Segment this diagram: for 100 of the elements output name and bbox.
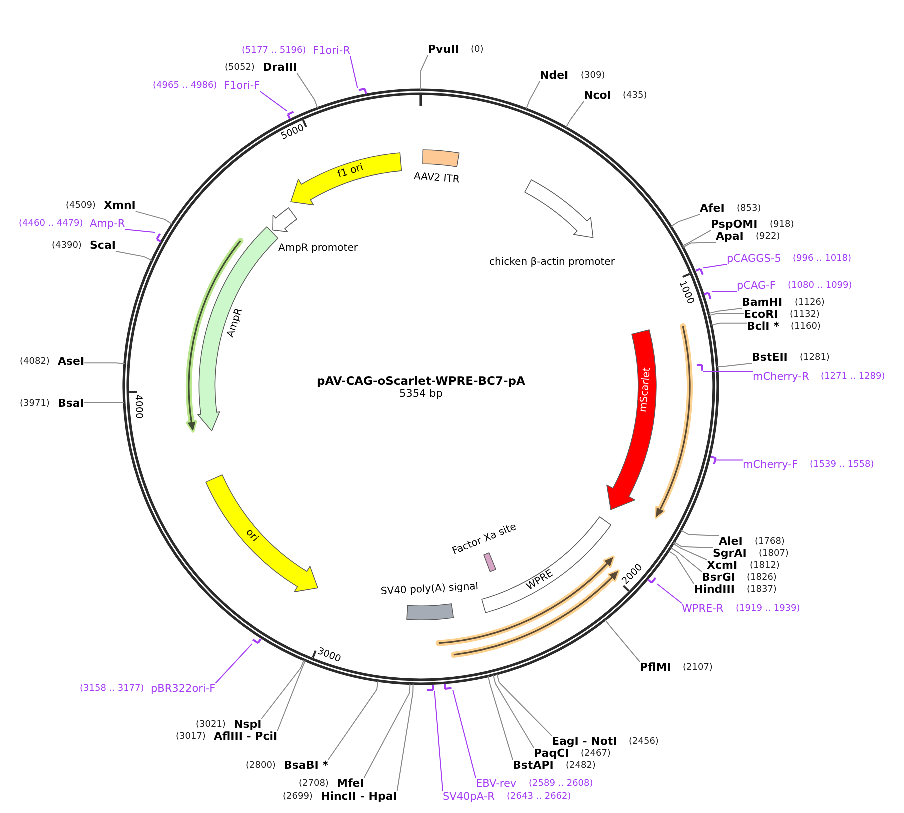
primer-name: SV40pA-R [443,792,495,803]
enzyme-name: AleI [719,536,743,548]
enzyme-name: AseI [58,356,85,368]
primer-name: pCAGGS-5 [727,254,782,265]
leader-line [670,214,700,228]
leader-line [135,211,173,225]
enzyme-name: HindIII [694,584,735,596]
scale-label: 4000 [132,394,143,419]
enzyme-name: XcmI [707,560,738,572]
leader-line [711,291,738,292]
leader-line [703,371,754,372]
leader-line [680,530,720,536]
leader-line [566,101,584,128]
leader-line [682,242,716,248]
leader-line [84,402,125,404]
cut-position: (4390) [52,242,82,251]
cut-position: (2467) [581,750,611,759]
cut-position: (1826) [747,574,777,583]
cut-position: (2456) [629,738,659,747]
leader-line [261,660,305,720]
enzyme-name: ScaI [90,240,116,252]
plasmid-size: 5354 bp [400,388,443,400]
primer-range: (4460 .. 4479) [19,220,84,229]
leader-line [670,547,702,572]
primer-range: (1919 .. 1939) [736,604,800,614]
enzyme-name: EagI - NotI [552,736,618,748]
leader-line [124,229,156,234]
leader-line [84,362,126,364]
cut-position: (1160) [791,322,821,332]
primer-range: (1080 .. 1099) [788,282,852,291]
enzyme-name: AflIII - PciI [214,731,278,743]
leader-line [716,363,752,368]
enzyme-name: SgrAI [713,548,747,560]
feature-label: f1 ori [337,162,366,181]
leader-line [703,264,728,269]
primer-range: (1271 .. 1289) [821,372,886,382]
enzyme-name: BamHI [742,297,783,309]
cut-position: (1807) [759,550,789,559]
primer-name: pBR322ori-F [151,684,216,695]
cut-position: (2699) [283,792,313,802]
primer-name: F1ori-R [313,46,350,57]
feature-label: SV40 poly(A) signal [380,582,479,598]
primer-name: Amp-R [90,218,126,230]
feature-label: AmpR promoter [278,244,358,254]
leader-line [350,56,358,89]
primer-range: (1539 .. 1558) [810,460,874,470]
leader-line [115,251,153,262]
primer-name: mCherry-F [743,460,798,471]
primer-name: F1ori-F [224,80,260,92]
leader-line [364,683,411,778]
cut-position: (922) [756,232,780,242]
cut-position: (5052) [225,64,255,73]
enzyme-name: BsaI [58,398,84,410]
leader-line [496,674,552,736]
leader-line [668,550,694,584]
cut-position: (2800) [246,762,276,771]
enzyme-name: DraIII [263,62,298,74]
enzyme-name: BsrGI [702,572,736,584]
cut-position: (4509) [66,202,96,211]
primer-name: EBV-rev [476,778,517,790]
enzyme-name: BstAPI [513,760,554,772]
feature-label: ori [244,528,260,545]
leader-line [488,676,514,760]
enzyme-name: HincII - HpaI [321,791,398,803]
primer-range: (5177 .. 5196) [242,46,306,56]
cut-position: (3017) [176,732,206,742]
enzyme-name: PflMI [640,662,672,674]
feature-label: AmpR [226,307,246,339]
leader-line [277,660,306,732]
primer-range: (3158 .. 3177) [80,684,144,694]
feature-label: Factor Xa site [451,522,518,558]
plasmid-name: pAV-CAG-oScarlet-WPRE-BC7-pA [317,375,526,388]
cut-position: (2107) [683,664,713,673]
leader-line [526,81,540,110]
leader-line [328,680,379,760]
enzyme-name: BsaBI * [284,760,328,772]
leader-line [396,683,414,792]
primer-name: WPRE-R [682,604,724,615]
enzyme-name: ApaI [716,231,744,243]
enzyme-name: XmnI [104,200,136,212]
leader-line [682,230,712,247]
cut-position: (3021) [196,720,226,730]
primer-name: pCAG-F [737,280,776,292]
scale-label: 1000 [676,280,696,306]
leader-line [708,313,744,316]
enzyme-name: EcoRI [744,309,778,321]
cut-position: (3971) [20,400,50,409]
cut-position: (4082) [20,358,50,367]
leader-line [708,308,742,314]
cut-position: (0) [471,46,484,55]
feature-label: AAV2 ITR [414,172,460,186]
enzyme-name: NdeI [540,70,569,82]
enzyme-name: PaqCI [534,748,570,760]
scale-label: 5000 [280,124,307,143]
enzyme-name: BclI * [747,321,780,333]
leader-line [604,619,640,662]
primer-range: (2589 .. 2608) [529,780,594,789]
leader-line [656,583,682,604]
cut-position: (853) [737,204,762,214]
leader-line [674,542,714,548]
